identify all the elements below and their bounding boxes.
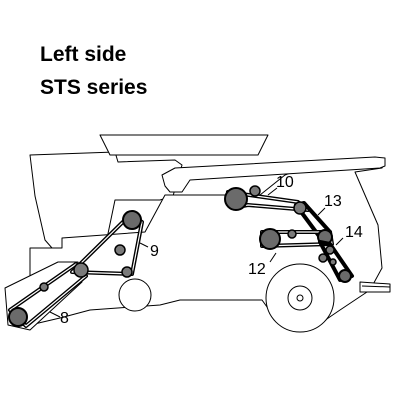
- belt-label-13: 13: [324, 193, 342, 210]
- rear-wheel-axle: [296, 294, 304, 302]
- rear-axle: [359, 281, 391, 293]
- diagram-title-line-2: STS series: [40, 76, 148, 99]
- pulley-belt-9-lower: [121, 266, 133, 278]
- unloading-auger: [161, 156, 386, 193]
- pulley-belt-14-idler: [318, 253, 328, 263]
- pulley-belt-9-idler: [114, 244, 126, 256]
- belt-label-12: 12: [248, 261, 266, 278]
- belt-9-inner: [71, 214, 143, 275]
- pulley-engine-drive: [224, 187, 248, 211]
- pulley-belt-14-tensioner: [329, 258, 337, 266]
- belt-label-8: 8: [60, 310, 69, 327]
- pulley-upper-drive: [122, 210, 142, 230]
- leader-12: [269, 252, 277, 263]
- pulley-belt-10-idler: [249, 185, 261, 197]
- leader-9: [139, 242, 149, 248]
- belt-label-10: 10: [276, 174, 294, 191]
- pulley-belt-14-upper: [325, 245, 335, 255]
- leader-8: [49, 311, 61, 318]
- belt-label-9: 9: [150, 243, 159, 260]
- pulley-feeder-idler: [39, 282, 49, 292]
- leader-10: [267, 187, 278, 196]
- pulley-chopper-drive: [338, 269, 352, 283]
- grain-tank-extension: [99, 134, 269, 156]
- pulley-main-countershaft: [293, 201, 307, 215]
- leader-14: [335, 237, 344, 246]
- leader-13: [317, 207, 326, 216]
- diagram-title-line-1: Left side: [40, 43, 127, 66]
- rear-axle-line: [361, 285, 391, 288]
- belt-label-14: 14: [345, 224, 363, 241]
- pulley-feeder-drive: [8, 307, 28, 327]
- pulley-rotor-drive: [259, 228, 281, 250]
- pulley-belt-12-idler: [287, 229, 297, 239]
- pulley-feeder-countershaft: [73, 262, 89, 278]
- front-wheel: [118, 278, 152, 312]
- grain-tank: [29, 151, 183, 249]
